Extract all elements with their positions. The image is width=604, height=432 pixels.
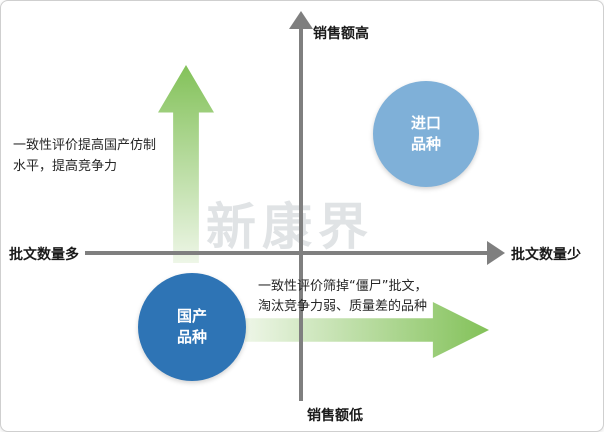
watermark-text: 新康界 [206,198,374,256]
axis-label-top: 销售额高 [313,26,369,42]
horizontal-axis-arrowhead-icon [487,241,505,265]
vertical-axis-line [299,27,303,401]
vertical-axis-arrowhead-icon [289,11,313,29]
horizontal-axis-line [85,251,489,255]
annotation-up-arrow: 一致性评价提高国产仿制 水平，提高竞争力 [13,138,157,174]
bubble-domestic-varieties: 国产 品种 [138,273,246,381]
annotation-right-arrow: 一致性评价筛掉“僵尸”批文， 淘汰竞争力弱、质量差的品种 [258,279,428,314]
bubble-imported-varieties: 进口 品种 [373,81,479,187]
axis-label-left: 批文数量多 [9,247,79,263]
axis-label-bottom: 销售额低 [307,408,363,424]
axis-label-right: 批文数量少 [511,247,581,263]
